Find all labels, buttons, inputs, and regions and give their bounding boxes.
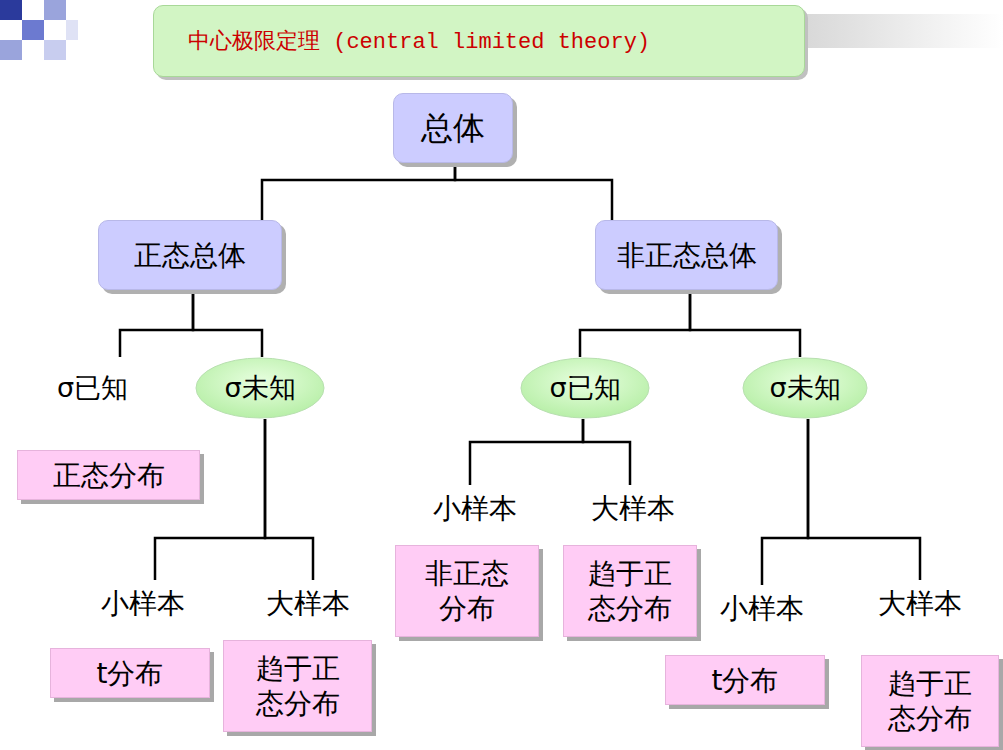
node-text: 小样本 [720, 591, 804, 626]
sample-label: 小样本 [707, 585, 817, 631]
node-text: σ未知 [224, 371, 295, 405]
node-text: t分布 [712, 663, 779, 698]
tree-connector [262, 163, 455, 220]
result-box: 趋于正态分布 [861, 655, 999, 747]
node-text: 大样本 [266, 586, 350, 621]
node-text: σ已知 [57, 371, 128, 405]
deco-square [0, 0, 22, 20]
result-box: 趋于正态分布 [223, 640, 372, 732]
sample-label: 小样本 [420, 485, 530, 531]
result-box: 正态分布 [17, 450, 200, 500]
title-banner: 中心极限定理 (central limited theory) [153, 5, 805, 77]
node-text: 非正态总体 [617, 238, 757, 273]
gradient-bar [805, 14, 1003, 48]
node-text: t分布 [97, 656, 164, 691]
node-text: 非正态分布 [416, 556, 518, 626]
tree-connector [470, 419, 583, 485]
tree-connector [193, 290, 262, 357]
tree-connector [455, 163, 612, 220]
condition-ellipse: σ未知 [742, 357, 868, 419]
tree-connector [265, 419, 313, 580]
population-box: 正态总体 [98, 220, 282, 290]
condition-label: σ已知 [40, 357, 145, 419]
result-box: 非正态分布 [395, 545, 539, 637]
tree-connector [808, 419, 920, 580]
deco-square [44, 40, 66, 60]
result-box: t分布 [50, 648, 210, 698]
deco-square [44, 0, 66, 20]
population-box: 非正态总体 [595, 220, 778, 290]
node-text: 大样本 [878, 586, 962, 621]
tree-connector [583, 419, 630, 485]
deco-square [0, 40, 22, 60]
sample-label: 大样本 [253, 580, 363, 626]
title-text: 中心极限定理 (central limited theory) [188, 26, 650, 56]
condition-ellipse: σ未知 [195, 357, 325, 419]
condition-ellipse: σ已知 [520, 357, 650, 419]
tree-connector [120, 290, 193, 357]
node-text: 小样本 [101, 586, 185, 621]
node-text: 趋于正态分布 [247, 651, 349, 721]
sample-label: 大样本 [578, 485, 688, 531]
node-text: 趋于正态分布 [579, 556, 681, 626]
node-text: 大样本 [591, 491, 675, 526]
deco-square [66, 20, 78, 40]
ellipse-outline [521, 358, 649, 418]
tree-connector [580, 290, 690, 357]
node-text: 总体 [421, 108, 485, 148]
root-box: 总体 [393, 93, 513, 163]
deco-square [22, 20, 44, 40]
node-text: 正态总体 [134, 238, 246, 273]
node-text: σ未知 [769, 371, 840, 405]
ellipse-outline [743, 358, 867, 418]
sample-label: 小样本 [88, 580, 198, 626]
sample-label: 大样本 [865, 580, 975, 626]
result-box: t分布 [665, 655, 825, 705]
tree-connector [690, 290, 800, 357]
node-text: σ已知 [549, 371, 620, 405]
node-text: 趋于正态分布 [879, 666, 981, 736]
ellipse-outline [196, 358, 324, 418]
node-text: 小样本 [433, 491, 517, 526]
tree-connector [762, 419, 808, 585]
result-box: 趋于正态分布 [563, 545, 697, 637]
node-text: 正态分布 [53, 458, 165, 493]
